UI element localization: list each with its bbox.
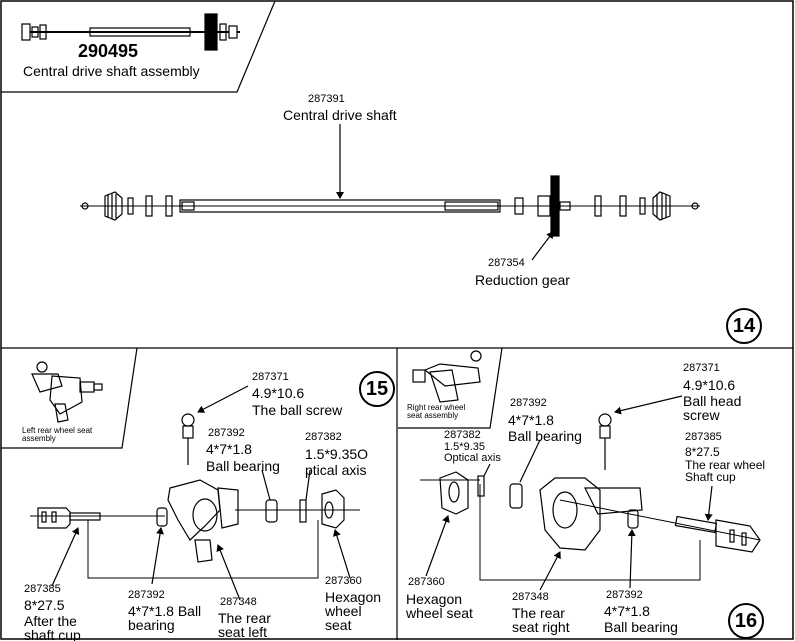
step16-seat-leader bbox=[539, 551, 561, 591]
step14-gear-leader bbox=[531, 231, 554, 261]
step14-right-bearings bbox=[594, 195, 646, 217]
step16-hex-name: Hexagon wheel seat bbox=[406, 591, 473, 621]
step-badge-15: 15 bbox=[359, 371, 395, 407]
step15-seat-left bbox=[167, 479, 239, 563]
step16-hex-leader bbox=[425, 515, 450, 577]
step15-shaft-cup bbox=[37, 507, 101, 529]
step15-ball-screw bbox=[181, 413, 195, 465]
step15-cup-part-number: 287385 bbox=[24, 583, 61, 595]
step14-gear-part-number: 287354 bbox=[488, 257, 525, 269]
step14-right-pinion bbox=[652, 191, 699, 221]
step15-cup-name: After the shaft cup bbox=[24, 613, 81, 641]
step15-bearing-top-part-number: 287392 bbox=[208, 427, 245, 439]
step15-hex-name: Hexagon wheel seat bbox=[325, 589, 382, 633]
step16-bearing-bottom-part-number: 287392 bbox=[606, 589, 643, 601]
step15-seat-name: The rear seat left bbox=[218, 610, 271, 640]
step16-screw-name: Ball head screw bbox=[683, 393, 742, 423]
step15-bearing-top-leader bbox=[261, 469, 271, 501]
step15-screw-spec: 4.9*10.6 bbox=[252, 385, 305, 401]
step16-axis-leader bbox=[483, 463, 491, 477]
step15-seat-leader bbox=[216, 544, 241, 601]
step16-bearing-top-name: Ball bearing bbox=[508, 428, 582, 444]
step16-hex-part-number: 287360 bbox=[408, 576, 445, 588]
assembly-name: Central drive shaft assembly bbox=[23, 63, 200, 79]
step15-axis-name: ptical axis bbox=[305, 462, 367, 478]
step15-cup-leader bbox=[51, 527, 80, 587]
step15-hex-part-number: 287360 bbox=[325, 575, 362, 587]
step16-bearing-bottom bbox=[627, 509, 639, 529]
step14-left-bearings bbox=[127, 195, 173, 217]
step14-gear-group bbox=[514, 175, 571, 237]
assembly-part-number: 290495 bbox=[78, 41, 139, 61]
step16-thumb-box bbox=[398, 347, 503, 429]
step15-bearing-bottom-part-number: 287392 bbox=[128, 589, 165, 601]
step15-axis-spec: 1.5*9.35O bbox=[305, 446, 369, 462]
step15-bearing-bottom-leader bbox=[151, 527, 164, 585]
step16-bearing-top bbox=[509, 483, 523, 509]
step16-thumbnail-caption: Right rear wheel seat assembly bbox=[407, 403, 466, 421]
step15-thumbnail-part bbox=[31, 361, 103, 423]
step15-thumb-box bbox=[1, 347, 138, 449]
assembly-label-box bbox=[1, 0, 276, 93]
assembly-thumbnail-shaft bbox=[21, 13, 240, 51]
step16-cup-name: The rear wheel Shaft cup bbox=[685, 458, 766, 484]
step16-shaft-cup bbox=[674, 515, 761, 553]
step16-axis-name: Optical axis bbox=[444, 452, 501, 464]
step14-left-pinion bbox=[81, 191, 123, 221]
step16-bearing-top-leader bbox=[519, 439, 541, 483]
step14-shaft-part-number: 287391 bbox=[308, 93, 345, 105]
step16-optical-axis bbox=[477, 475, 485, 497]
step16-bearing-bottom-leader bbox=[627, 529, 636, 589]
step16-seat-name: The rear seat right bbox=[512, 605, 570, 635]
step-badge-14: 14 bbox=[726, 308, 762, 344]
step15-cup-spec: 8*27.5 bbox=[24, 597, 65, 613]
step16-cup-part-number: 287385 bbox=[685, 431, 722, 443]
step15-screw-name: The ball screw bbox=[252, 402, 343, 418]
step16-axis-lines bbox=[420, 479, 761, 581]
step15-axis-leader bbox=[305, 469, 311, 501]
step16-screw-spec: 4.9*10.6 bbox=[683, 377, 736, 393]
step16-cup-leader bbox=[704, 485, 713, 521]
step15-screw-leader bbox=[197, 385, 249, 413]
step16-axis-part-number: 287382 bbox=[444, 429, 481, 441]
step15-bearing-bottom-spec: 4*7*1.8 Ball bearing bbox=[128, 603, 202, 633]
step-badge-16: 16 bbox=[728, 603, 764, 639]
step14-gear-name: Reduction gear bbox=[475, 272, 570, 288]
step15-screw-part-number: 287371 bbox=[252, 371, 289, 383]
step16-screw-leader bbox=[614, 395, 683, 415]
step16-bearing-bottom-name: Ball bearing bbox=[604, 619, 678, 635]
step15-thumbnail-caption: Left rear wheel seat assembly bbox=[22, 426, 93, 444]
step16-bearing-top-part-number: 287392 bbox=[510, 397, 547, 409]
step15-bearing-top-name: Ball bearing bbox=[206, 458, 280, 474]
step15-hex-seat bbox=[321, 489, 345, 529]
step15-optical-axis bbox=[299, 499, 307, 523]
step15-bearing-bottom bbox=[156, 507, 168, 527]
step15-bearing-top bbox=[265, 499, 278, 523]
step16-seat-right bbox=[539, 477, 643, 551]
step16-bearing-top-spec: 4*7*1.8 bbox=[508, 412, 554, 428]
step15-hex-leader bbox=[332, 529, 351, 579]
step14-shaft-body bbox=[179, 199, 501, 213]
step16-bearing-bottom-spec: 4*7*1.8 bbox=[604, 603, 650, 619]
step16-screw-part-number: 287371 bbox=[683, 362, 720, 374]
step16-seat-part-number: 287348 bbox=[512, 591, 549, 603]
step15-seat-part-number: 287348 bbox=[220, 596, 257, 608]
step15-bearing-top-spec: 4*7*1.8 bbox=[206, 441, 252, 457]
step16-hex-seat bbox=[439, 471, 469, 515]
step15-axis-part-number: 287382 bbox=[305, 431, 342, 443]
step16-ball-screw bbox=[598, 413, 612, 470]
step14-shaft-name: Central drive shaft bbox=[283, 107, 397, 123]
step16-thumbnail-part bbox=[412, 350, 482, 403]
step16-cup-spec: 8*27.5 bbox=[685, 445, 720, 459]
step16-axis-spec: 1.5*9.35 bbox=[444, 441, 485, 453]
